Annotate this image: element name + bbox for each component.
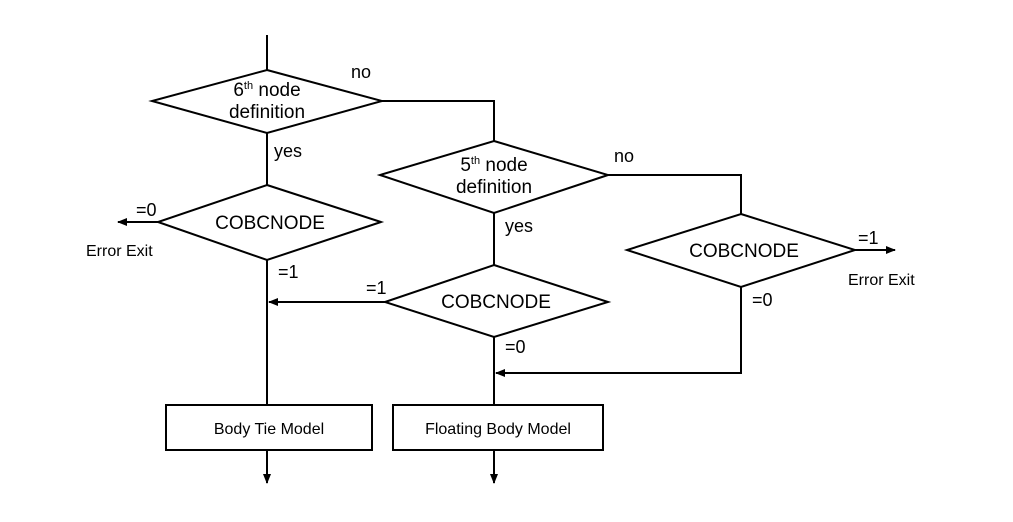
- d5-no-line: [608, 174, 742, 214]
- decision-6th-node-line2: definition: [229, 102, 305, 123]
- decision-5th-node-definition: 5th node definition: [376, 139, 612, 215]
- label-d6-yes: yes: [274, 141, 302, 161]
- decision-cobcnode-right-label: COBCNODE: [689, 241, 799, 262]
- decision-5th-node-line1: 5th node: [460, 155, 527, 176]
- decision-cobcnode-left-label: COBCNODE: [215, 213, 325, 234]
- label-d5-no: no: [614, 146, 634, 166]
- decision-5th-node-line2: definition: [456, 177, 532, 198]
- decision-6th-node-definition: 6th node definition: [148, 68, 386, 135]
- d6-no-line: [382, 100, 495, 141]
- label-cob-left-one: =1: [278, 262, 299, 282]
- label-error-exit-left: Error Exit: [86, 243, 153, 260]
- label-cob-mid-one: =1: [366, 278, 387, 298]
- label-error-exit-right: Error Exit: [848, 272, 915, 289]
- label-d5-yes: yes: [505, 216, 533, 236]
- label-cob-right-one: =1: [858, 228, 879, 248]
- label-cob-left-zero: =0: [136, 200, 157, 220]
- decision-cobcnode-left: COBCNODE: [154, 183, 385, 262]
- decision-6th-node-line1: 6th node: [233, 80, 300, 101]
- box-body-tie-model: Body Tie Model: [165, 404, 373, 451]
- label-cob-right-zero: =0: [752, 290, 773, 310]
- box-floating-body-model: Floating Body Model: [392, 404, 604, 451]
- label-cob-mid-zero: =0: [505, 337, 526, 357]
- decision-cobcnode-middle: COBCNODE: [381, 263, 612, 339]
- box-floating-body-model-label: Floating Body Model: [425, 421, 571, 438]
- label-d6-no: no: [351, 62, 371, 82]
- cob-right-zero-line: [495, 287, 742, 377]
- decision-cobcnode-middle-label: COBCNODE: [441, 292, 551, 313]
- decision-cobcnode-right: COBCNODE: [623, 212, 859, 289]
- box-body-tie-model-label: Body Tie Model: [214, 421, 324, 438]
